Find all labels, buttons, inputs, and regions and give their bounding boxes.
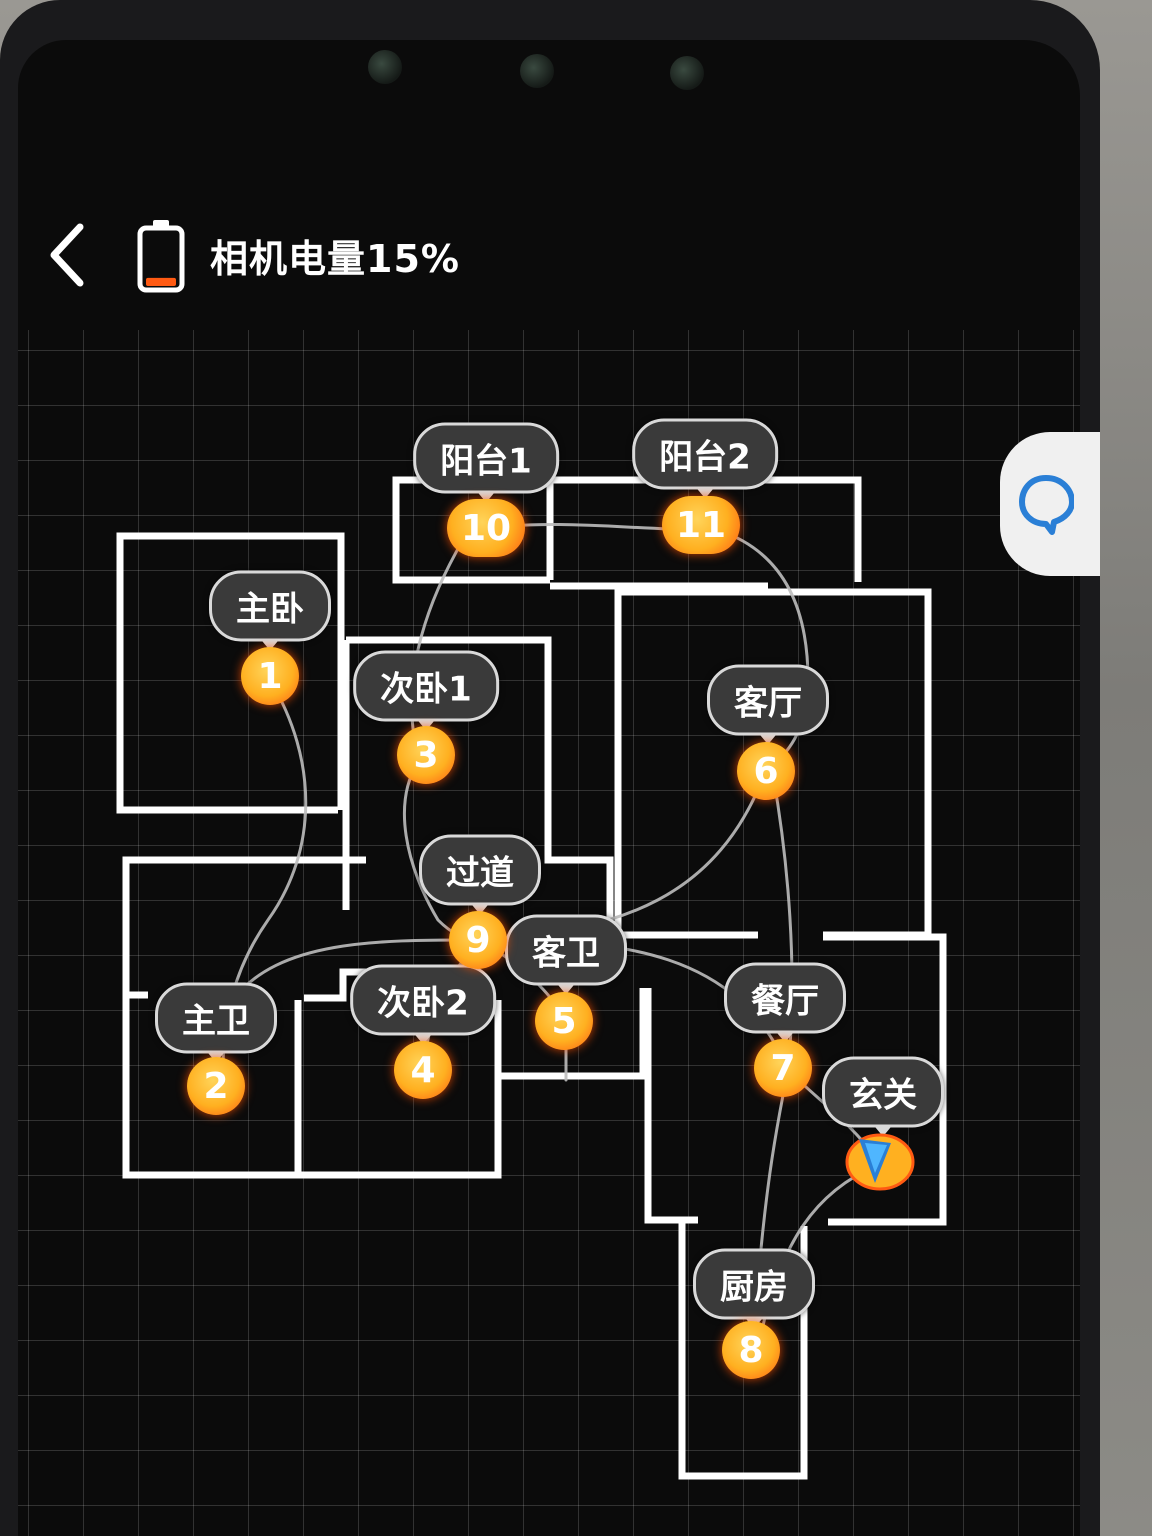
room-walls	[116, 476, 947, 1480]
room-marker-5[interactable]: 5	[535, 992, 593, 1050]
back-button[interactable]	[38, 220, 98, 290]
chat-bubble-icon	[1019, 475, 1074, 535]
room-label-second-bedroom-2[interactable]: 次卧2	[350, 964, 496, 1036]
top-bar: 相机电量15%	[18, 210, 1080, 300]
room-marker-4[interactable]: 4	[394, 1041, 452, 1099]
front-camera-2	[670, 56, 704, 90]
room-label-dining-room[interactable]: 餐厅	[724, 962, 846, 1034]
wall-entrance	[823, 933, 947, 1226]
wall-master-bath	[122, 856, 366, 1179]
room-label-kitchen[interactable]: 厨房	[693, 1248, 815, 1320]
wall-guest-bath	[500, 988, 647, 1080]
room-marker-6[interactable]: 6	[737, 742, 795, 800]
room-marker-3[interactable]: 3	[397, 726, 455, 784]
battery-low-icon	[137, 220, 185, 293]
wall-second-bedroom-1	[346, 636, 614, 930]
front-sensor	[520, 54, 554, 88]
room-marker-10[interactable]: 10	[447, 499, 525, 557]
room-label-entrance[interactable]: 玄关	[822, 1056, 944, 1128]
room-marker-9[interactable]: 9	[449, 911, 507, 969]
app-screen: 相机电量15%	[18, 40, 1080, 1536]
phone-body: 相机电量15%	[0, 0, 1100, 1536]
path-9-2	[231, 938, 475, 1002]
room-label-balcony-2[interactable]: 阳台2	[632, 418, 778, 490]
wall-dining	[644, 988, 698, 1224]
room-marker-7[interactable]: 7	[754, 1039, 812, 1097]
room-label-balcony-1[interactable]: 阳台1	[413, 422, 559, 494]
room-marker-11[interactable]: 11	[662, 496, 740, 554]
room-label-master-bedroom[interactable]: 主卧	[209, 570, 331, 642]
room-label-guest-bath[interactable]: 客卫	[505, 914, 627, 986]
room-marker-2[interactable]: 2	[187, 1057, 245, 1115]
room-marker-8[interactable]: 8	[722, 1321, 780, 1379]
room-label-master-bath[interactable]: 主卫	[155, 982, 277, 1054]
room-label-living-room[interactable]: 客厅	[707, 664, 829, 736]
room-label-hallway[interactable]: 过道	[419, 834, 541, 906]
room-marker-1[interactable]: 1	[241, 647, 299, 705]
floor-plan	[116, 476, 947, 1480]
wall-kitchen	[678, 1222, 808, 1480]
battery-status-title: 相机电量15%	[210, 237, 460, 281]
chevron-left-icon	[50, 223, 84, 287]
chat-button[interactable]	[1000, 432, 1100, 576]
wall-master-bedroom	[116, 532, 345, 814]
front-camera	[368, 50, 402, 84]
room-label-second-bedroom-1[interactable]: 次卧1	[353, 650, 499, 722]
path-10-3	[410, 538, 465, 757]
camera-position-icon	[845, 1133, 915, 1191]
wall-second-bedroom-2	[304, 968, 368, 1002]
entrance-marker[interactable]	[845, 1133, 915, 1191]
